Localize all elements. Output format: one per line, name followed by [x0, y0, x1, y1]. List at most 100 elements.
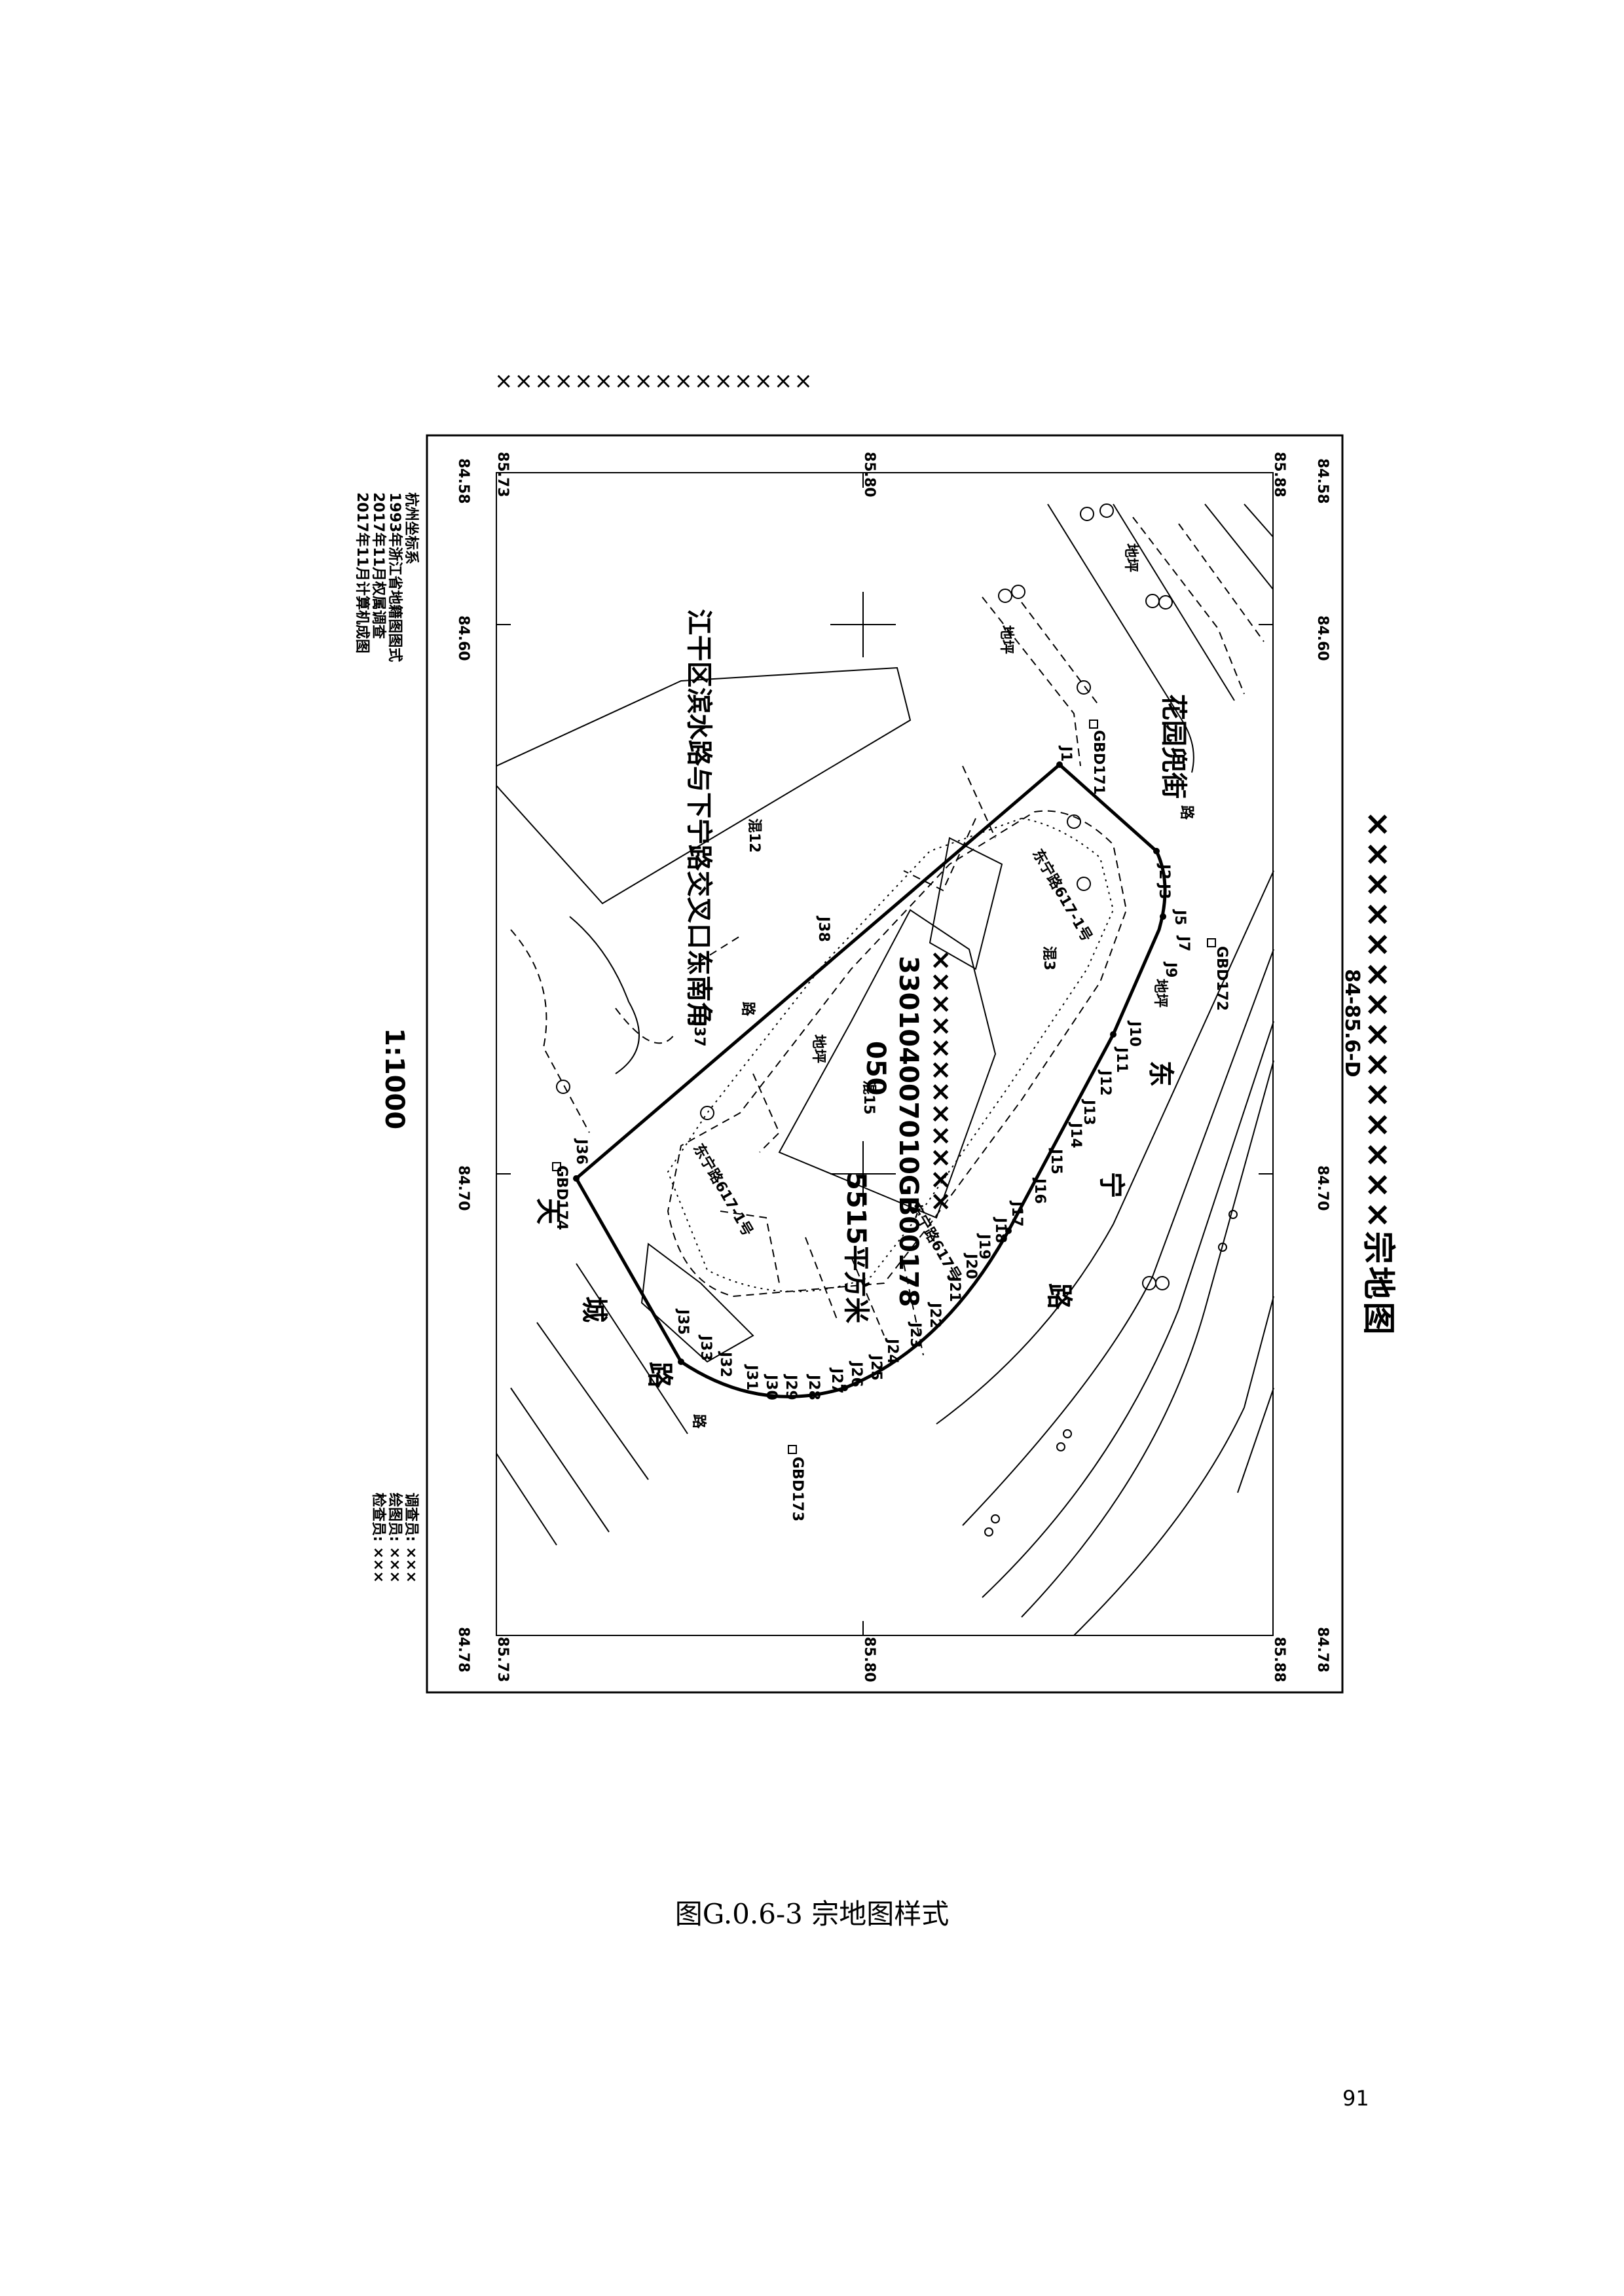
grid-label-right-bottom: 84.78 [1314, 1627, 1331, 1673]
grid-label-bottom-85-73: 85.73 [494, 1637, 511, 1683]
boundary-point-label: J13 [1080, 1100, 1097, 1125]
staff-row: 检查员: ××× [370, 1493, 386, 1583]
building-label: 混12 [746, 818, 762, 853]
staff-name: ××× [403, 1546, 419, 1583]
ground-label: 地坪 [1122, 543, 1139, 573]
building-hun3 [778, 909, 997, 1219]
boundary-point-label: J12 [1097, 1070, 1113, 1096]
road-name-east-2: 宁 [1096, 1172, 1126, 1198]
staff-row: 绘图员: ××× [386, 1493, 403, 1583]
ground-label: 地坪 [810, 1034, 826, 1064]
boundary-point-label: J14 [1067, 1123, 1084, 1148]
tree-symbols [556, 503, 1173, 1290]
coord-info-line: 2017年11月权属调查 [370, 492, 386, 639]
boundary-point-label: J35 [674, 1309, 691, 1335]
road-name-south-2: 城 [579, 1296, 609, 1322]
grid-ticks [496, 473, 1273, 1635]
grid-label-top-85-80: 85.80 [861, 452, 877, 498]
boundary-point-label: J1 [1058, 746, 1074, 762]
grid-label-left-84-70: 84.70 [455, 1165, 471, 1211]
figure-caption: 图G.0.6-3 宗地图样式 [674, 1898, 950, 1930]
boundary-point-label: J9 [1162, 962, 1179, 978]
boundary-point-label: J20 [963, 1254, 979, 1279]
grid-label-right-84-70: 84.70 [1314, 1165, 1331, 1211]
grid-label-left-top: 84.58 [455, 458, 471, 504]
boundary-point-label: J31 [743, 1365, 760, 1391]
road-name-east-1: 东 [1145, 1061, 1175, 1087]
street-fixtures [984, 1210, 1238, 1537]
road-tag: 路 [1178, 805, 1194, 820]
map-title: ××××××××××××××宗地图 [1359, 811, 1397, 1338]
boundary-point-label: J29 [783, 1375, 799, 1400]
coord-info-block: 杭州坐标系 1993年浙江省地籍图图式 2017年11月权属调查 2017年11… [354, 492, 419, 662]
boundary-point-label: J33 [697, 1336, 714, 1361]
map-outer-frame [426, 434, 1344, 1694]
staff-role: 绘图员: [386, 1493, 403, 1542]
boundary-point-label: J18 [992, 1218, 1008, 1243]
top-header-text: ×××××××××××××××× [494, 368, 814, 394]
ground-label: 地坪 [998, 625, 1014, 655]
parcel-owner: ×××××××××××× [926, 949, 956, 1213]
buildings [496, 666, 1003, 1363]
control-point-label: GBD174 [553, 1165, 570, 1231]
boundary-point-label: J10 [1126, 1021, 1143, 1047]
control-point-label: GBD172 [1213, 946, 1230, 1011]
grid-label-top-85-88: 85.88 [1271, 452, 1287, 498]
grid-label-top-85-73: 85.73 [494, 452, 511, 498]
boundary-point-label: J27 [828, 1368, 845, 1394]
boundary-point-label: J5 [1172, 910, 1188, 926]
map-scale: 1:1000 [379, 1028, 409, 1130]
boundary-point-label: J2 [1156, 864, 1172, 880]
sheet-number: 84-85.6-D [1340, 969, 1363, 1078]
boundary-point-label: J37 [691, 1021, 707, 1047]
staff-role: 调查员: [403, 1493, 419, 1542]
boundary-point-label: J36 [573, 1139, 589, 1165]
coord-info-line: 杭州坐标系 [403, 492, 419, 565]
parcel-location: 江干区滨水路与下宁路交叉口东南角 [684, 609, 714, 1028]
staff-row: 调查员: ××× [403, 1493, 419, 1583]
boundary-point-label: J7 [1175, 936, 1192, 952]
road-name-east-3: 路 [1044, 1283, 1074, 1309]
road-name-south-3: 路 [644, 1362, 674, 1388]
road-tag: 路 [739, 1002, 756, 1017]
grid-label-bottom-85-88: 85.88 [1271, 1637, 1287, 1683]
boundary-point-markers [573, 761, 1166, 1391]
road-lines [496, 503, 1274, 1636]
parcel-area: 5515平方米 [841, 1172, 871, 1324]
staff-role: 检查员: [370, 1493, 386, 1542]
road-tag: 路 [690, 1414, 707, 1429]
building-label: 混15 [860, 1080, 877, 1115]
grid-label-left-84-60: 84.60 [455, 615, 471, 661]
boundary-point-label: J32 [717, 1352, 733, 1377]
dotted-features [667, 817, 1115, 1292]
coord-info-line: 2017年11月计算机成图 [354, 492, 370, 653]
boundary-point-label: J22 [927, 1303, 943, 1328]
staff-name: ××× [386, 1546, 403, 1583]
road-name-north: 花园兜街 [1158, 694, 1189, 799]
staff-name: ××× [370, 1546, 386, 1583]
boundary-point-label: J28 [805, 1375, 822, 1400]
boundary-point-label: J3 [1156, 884, 1172, 900]
map-inner-frame [496, 472, 1274, 1636]
control-points [552, 720, 1216, 1454]
grid-label-bottom-85-80: 85.80 [861, 1637, 877, 1683]
control-point-label: GBD171 [1090, 730, 1107, 795]
dashed-features [510, 517, 1264, 1356]
boundary-point-label: J26 [848, 1362, 864, 1387]
grid-label-left-bottom: 84.78 [455, 1627, 471, 1673]
ground-label: 地坪 [1152, 979, 1168, 1008]
parcel-boundary [574, 762, 1167, 1398]
boundary-point-label: J24 [884, 1339, 900, 1364]
grid-crosses [830, 592, 896, 1207]
boundary-point-label: J15 [1048, 1149, 1064, 1175]
grid-label-right-84-60: 84.60 [1314, 615, 1331, 661]
boundary-point-label: J25 [868, 1355, 884, 1381]
boundary-point-label: J23 [907, 1322, 923, 1348]
staff-block: 调查员: ××× 绘图员: ××× 检查员: ××× [370, 1493, 419, 1583]
building-hun12 [496, 666, 912, 905]
boundary-point-label: J16 [1031, 1178, 1048, 1204]
boundary-point-label: J11 [1113, 1048, 1130, 1073]
page-number: 91 [1342, 2086, 1369, 2111]
grid-label-right-top: 84.58 [1314, 458, 1331, 504]
